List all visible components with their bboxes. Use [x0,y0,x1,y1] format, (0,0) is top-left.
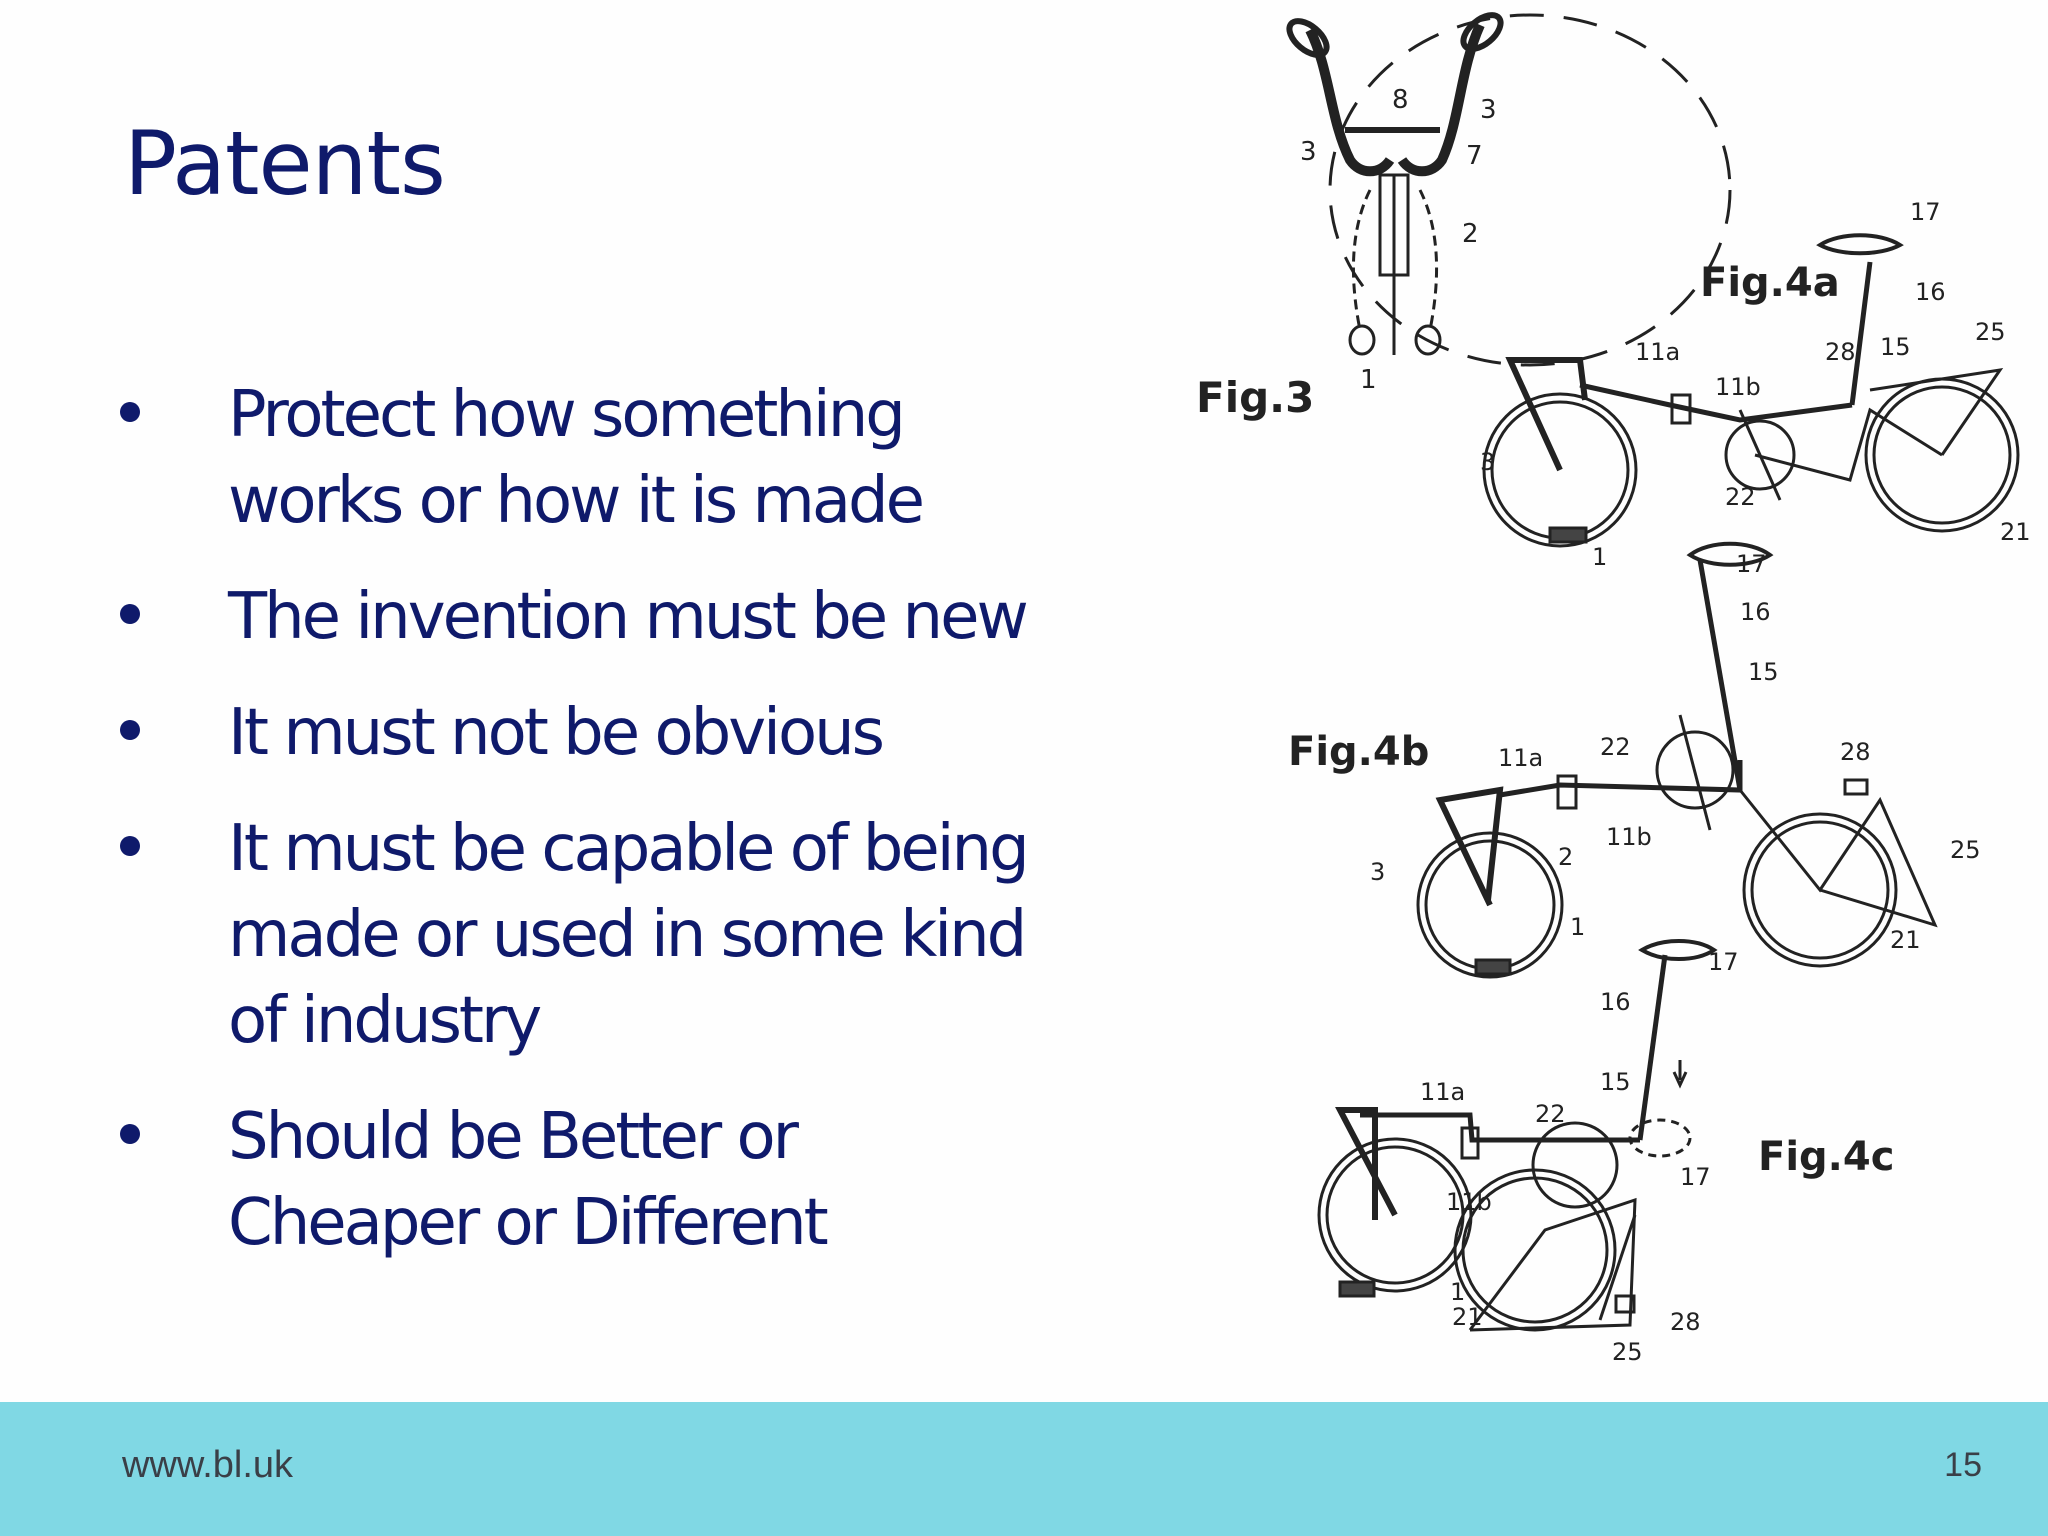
fig4c-bicycle-drawing: Fig.4c 11a 11b 22 16 15 17 17 1 21 28 25 [1317,939,1894,1366]
bullet-dot-icon [120,402,140,422]
ref-number: 25 [1975,318,2006,346]
bullet-dot-icon [120,1124,140,1144]
ref-number: 1 [1450,1278,1465,1306]
bullet-text: Protect how something works or how it is… [228,378,925,538]
ref-number: 11b [1446,1188,1492,1216]
fig4b-bicycle-drawing: Fig.4b 11a 11b 22 3 2 1 16 15 17 28 25 2… [1288,541,1981,979]
ref-number: 7 [1466,141,1483,171]
ref-number: 11b [1715,373,1761,401]
ref-number: 22 [1725,483,1756,511]
ref-number: 28 [1670,1308,1701,1336]
bullet-item: The invention must be new [120,574,1080,660]
slide-title: Patents [124,112,446,215]
footer-band: www.bl.uk 15 [0,1402,2048,1536]
bullet-item: Protect how something works or how it is… [120,372,1080,544]
ref-number: 11a [1498,744,1543,772]
bullet-list: Protect how something works or how it is… [120,372,1080,1296]
ref-number: 21 [2000,518,2031,546]
bullet-item: Should be Better or Cheaper or Different [120,1094,1080,1266]
ref-number: 25 [1612,1338,1643,1366]
bullet-text: It must not be obvious [228,696,885,770]
ref-number: 8 [1392,85,1409,115]
patent-drawing-folding-bicycle: Fig.3 8 3 3 7 2 1 [1180,0,2048,1400]
ref-number: 16 [1915,278,1946,306]
ref-number: 3 [1480,95,1497,125]
ref-number: 28 [1825,338,1856,366]
bullet-text: The invention must be new [228,580,1029,654]
ref-number: 16 [1600,988,1631,1016]
ref-number: 21 [1890,926,1921,954]
ref-number: 11a [1635,338,1680,366]
ref-number: 2 [1558,843,1573,871]
ref-number: 22 [1600,733,1631,761]
bullet-dot-icon [120,720,140,740]
ref-number: 28 [1840,738,1871,766]
fig3-handlebar-drawing: Fig.3 8 3 3 7 2 1 [1196,12,1732,422]
ref-number: 11a [1420,1078,1465,1106]
bullet-item: It must not be obvious [120,690,1080,776]
ref-number: 1 [1360,365,1377,395]
bullet-text: It must be capable of being made or used… [228,812,1030,1058]
ref-number: 3 [1480,448,1495,476]
ref-number: 15 [1880,333,1911,361]
ref-number: 17 [1708,948,1739,976]
ref-number: 1 [1570,913,1585,941]
ref-number: 25 [1950,836,1981,864]
ref-number: 15 [1600,1068,1631,1096]
fig4b-label: Fig.4b [1288,729,1429,775]
bullet-item: It must be capable of being made or used… [120,806,1080,1064]
bullet-text: Should be Better or Cheaper or Different [228,1100,829,1260]
page-number: 15 [1944,1446,1982,1484]
fig4a-label: Fig.4a [1700,260,1840,306]
fig4a-bicycle-drawing: Fig.4a 11a 11b 3 22 1 28 15 16 17 25 21 [1480,198,2031,571]
patent-drawing-svg: Fig.3 8 3 3 7 2 1 [1196,12,2031,1366]
ref-number: 3 [1300,137,1317,167]
bullet-dot-icon [120,604,140,624]
ref-number: 2 [1462,219,1479,249]
fig4c-label: Fig.4c [1758,1134,1894,1180]
ref-number: 3 [1370,858,1385,886]
footer-url: www.bl.uk [122,1444,294,1486]
ref-number: 17 [1736,550,1767,578]
ref-number: 11b [1606,823,1652,851]
ref-number: 17 [1910,198,1941,226]
ref-number: 22 [1535,1100,1566,1128]
ref-number: 21 [1452,1303,1483,1331]
ref-number: 15 [1748,658,1779,686]
fig3-label: Fig.3 [1196,373,1314,422]
ref-number: 1 [1592,543,1607,571]
ref-number: 16 [1740,598,1771,626]
ref-number: 17 [1680,1163,1711,1191]
bullet-dot-icon [120,836,140,856]
